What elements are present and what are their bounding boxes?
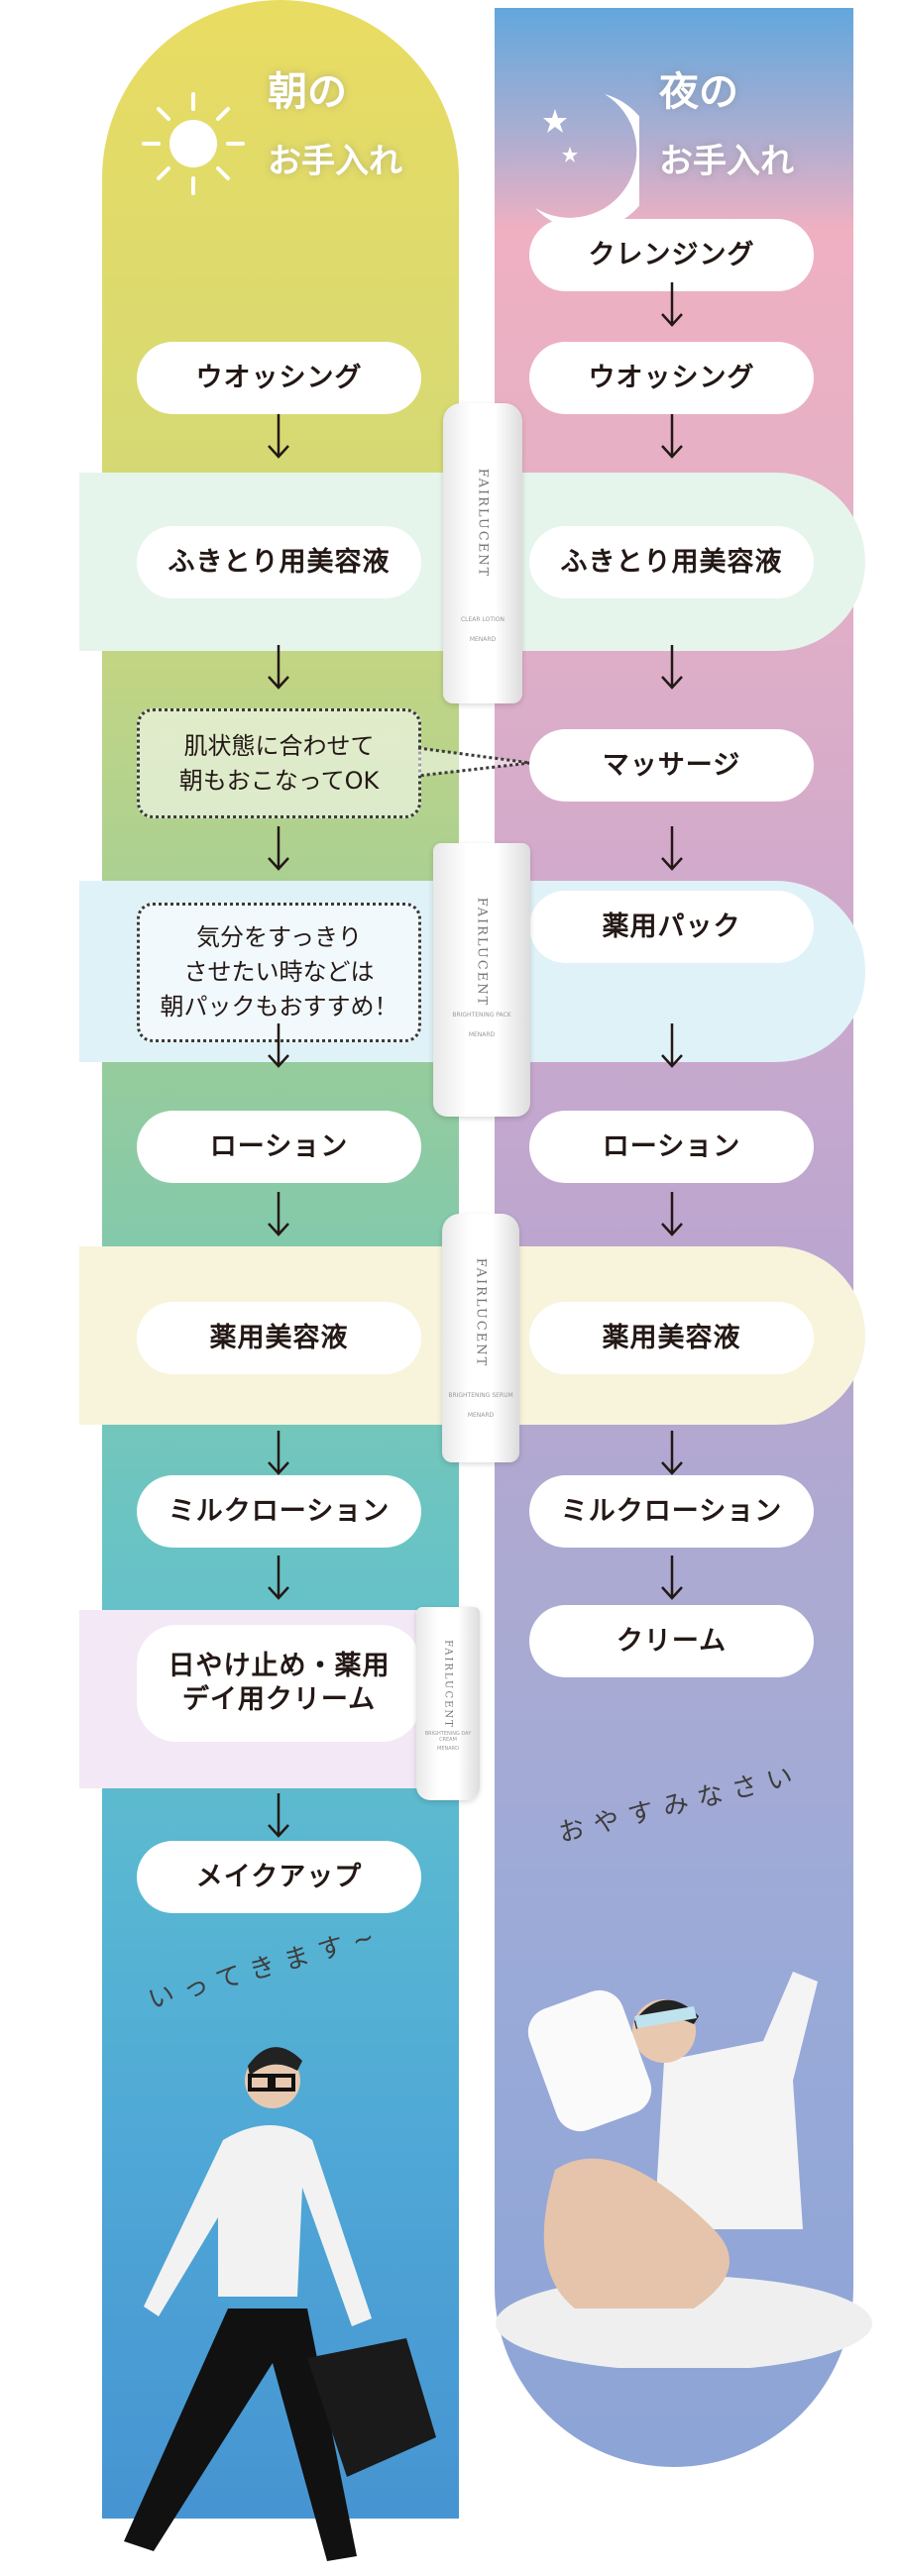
night-title-line1: 夜の xyxy=(659,69,738,115)
woman-with-pillow-photo xyxy=(496,1972,872,2368)
down-arrow-icon xyxy=(660,1190,684,1237)
down-arrow-icon xyxy=(660,643,684,691)
product-brand: FAIRLUCENT xyxy=(442,1640,454,1729)
night-step-washing: ウオッシング xyxy=(529,342,814,414)
down-arrow-icon xyxy=(660,1429,684,1476)
product-maker: MENARD xyxy=(467,1412,495,1419)
product-name: BRIGHTENING DAY CREAM xyxy=(424,1731,472,1743)
product-maker: MENARD xyxy=(469,636,497,643)
product-maker: MENARD xyxy=(437,1746,459,1752)
night-step-wipe-serum: ふきとり用美容液 xyxy=(529,526,814,598)
callout-tail xyxy=(417,746,531,778)
down-arrow-icon xyxy=(267,1429,290,1476)
morning-step-washing: ウオッシング xyxy=(137,342,421,414)
night-step-lotion: ローション xyxy=(529,1111,814,1183)
product-brand: FAIRLUCENT xyxy=(475,468,491,579)
down-arrow-icon xyxy=(267,412,290,460)
morning-step-day-cream: 日やけ止め・薬用 デイ用クリーム xyxy=(137,1625,421,1742)
down-arrow-icon xyxy=(660,412,684,460)
moon-icon xyxy=(535,94,639,231)
down-arrow-icon xyxy=(267,643,290,691)
morning-step-milk-lotion: ミルクローション xyxy=(137,1475,421,1548)
product-brand: FAIRLUCENT xyxy=(474,898,490,1008)
product-clear-lotion: FAIRLUCENT CLEAR LOTION MENARD xyxy=(443,403,522,703)
morning-step-serum: 薬用美容液 xyxy=(137,1302,421,1374)
night-step-cleansing: クレンジング xyxy=(529,219,814,291)
morning-step-makeup: メイクアップ xyxy=(137,1841,421,1913)
morning-note-pack: 気分をすっきり させたい時などは 朝パックもおすすめ！ xyxy=(137,903,421,1042)
product-name: BRIGHTENING PACK xyxy=(452,1012,511,1019)
down-arrow-icon xyxy=(267,1554,290,1601)
night-step-serum: 薬用美容液 xyxy=(529,1302,814,1374)
sun-icon xyxy=(142,92,245,195)
morning-title-line1: 朝の xyxy=(268,69,347,115)
night-step-massage: マッサージ xyxy=(529,729,814,802)
morning-step-lotion: ローション xyxy=(137,1111,421,1183)
down-arrow-icon xyxy=(660,824,684,872)
product-name: CLEAR LOTION xyxy=(460,616,505,623)
down-arrow-icon xyxy=(660,1021,684,1069)
night-step-cream: クリーム xyxy=(529,1605,814,1677)
woman-walking-photo xyxy=(124,2047,436,2561)
night-title-line2: お手入れ xyxy=(659,142,794,181)
product-serum: FAIRLUCENT BRIGHTENING SERUM MENARD xyxy=(442,1214,519,1462)
product-brand: FAIRLUCENT xyxy=(473,1258,489,1368)
morning-title-line2: お手入れ xyxy=(268,142,402,181)
night-step-pack: 薬用パック xyxy=(529,891,814,963)
down-arrow-icon xyxy=(660,1554,684,1601)
night-step-milk-lotion: ミルクローション xyxy=(529,1475,814,1548)
morning-step-wipe-serum: ふきとり用美容液 xyxy=(137,526,421,598)
product-day-cream: FAIRLUCENT BRIGHTENING DAY CREAM MENARD xyxy=(416,1607,480,1800)
down-arrow-icon xyxy=(267,1021,290,1069)
morning-note-wipe: 肌状態に合わせて 朝もおこなってOK xyxy=(137,708,421,818)
product-name: BRIGHTENING SERUM xyxy=(448,1392,513,1399)
down-arrow-icon xyxy=(267,824,290,872)
down-arrow-icon xyxy=(660,280,684,328)
down-arrow-icon xyxy=(267,1791,290,1839)
product-maker: MENARD xyxy=(468,1031,496,1038)
down-arrow-icon xyxy=(267,1190,290,1237)
product-brightening-pack: FAIRLUCENT BRIGHTENING PACK MENARD xyxy=(433,843,530,1117)
